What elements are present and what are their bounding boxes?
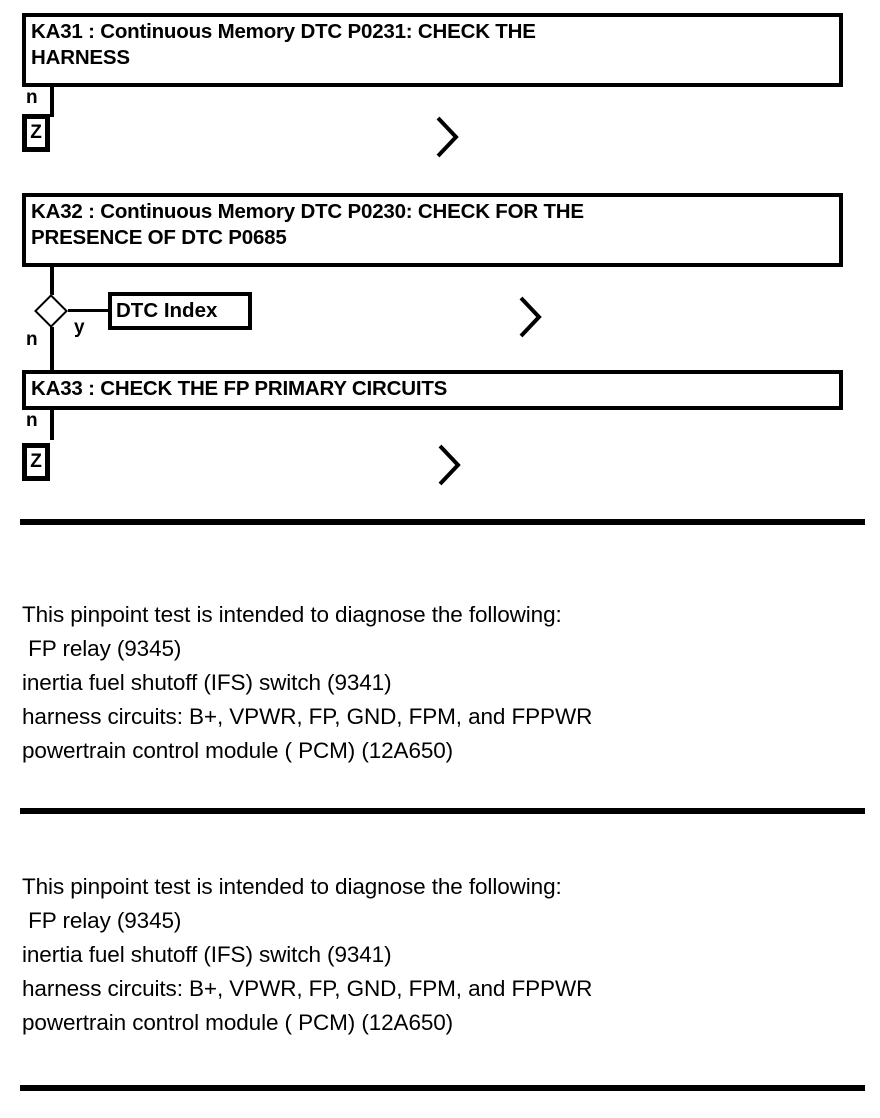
chevron-right-icon-ka32[interactable] xyxy=(515,292,545,342)
dtc-index-reference-box[interactable]: DTC Index xyxy=(108,292,252,330)
section-divider-bottom xyxy=(20,1085,865,1091)
chevron-right-icon-ka31[interactable] xyxy=(432,112,462,162)
flowchart-step-ka31-label: KA31 : Continuous Memory DTC P0231: CHEC… xyxy=(31,20,536,69)
connector-ka32-to-decision xyxy=(50,267,54,295)
branch-label-yes-ka32: y xyxy=(74,317,85,338)
dtc-index-label: DTC Index xyxy=(116,299,218,322)
flowchart-step-ka33[interactable]: KA33 : CHECK THE FP PRIMARY CIRCUITS xyxy=(22,370,843,410)
connector-decision-to-dtc-index xyxy=(68,309,110,312)
flowchart-step-ka33-label: KA33 : CHECK THE FP PRIMARY CIRCUITS xyxy=(31,377,448,400)
diamond-shape xyxy=(34,294,68,328)
decision-diamond-ka32[interactable] xyxy=(34,294,68,328)
pinpoint-test-description-2: This pinpoint test is intended to diagno… xyxy=(22,874,593,1035)
flowchart-step-ka32-label: KA32 : Continuous Memory DTC P0230: CHEC… xyxy=(31,200,584,249)
terminator-z-ka31[interactable]: Z xyxy=(22,114,50,152)
branch-label-no-ka33: n xyxy=(26,410,38,431)
branch-label-no-ka31: n xyxy=(26,87,38,108)
chevron-right-icon-ka33[interactable] xyxy=(434,440,464,490)
section-divider-middle xyxy=(20,808,865,814)
terminator-z-ka33[interactable]: Z xyxy=(22,443,50,481)
section-divider-top xyxy=(20,519,865,525)
connector-ka33-to-terminator xyxy=(50,410,54,440)
connector-decision-to-ka33 xyxy=(50,327,54,370)
pinpoint-test-description-1: This pinpoint test is intended to diagno… xyxy=(22,602,593,763)
connector-ka31-to-terminator xyxy=(50,87,54,117)
branch-label-no-ka32: n xyxy=(26,329,38,350)
flowchart-step-ka31[interactable]: KA31 : Continuous Memory DTC P0231: CHEC… xyxy=(22,13,843,87)
flowchart-step-ka32[interactable]: KA32 : Continuous Memory DTC P0230: CHEC… xyxy=(22,193,843,267)
